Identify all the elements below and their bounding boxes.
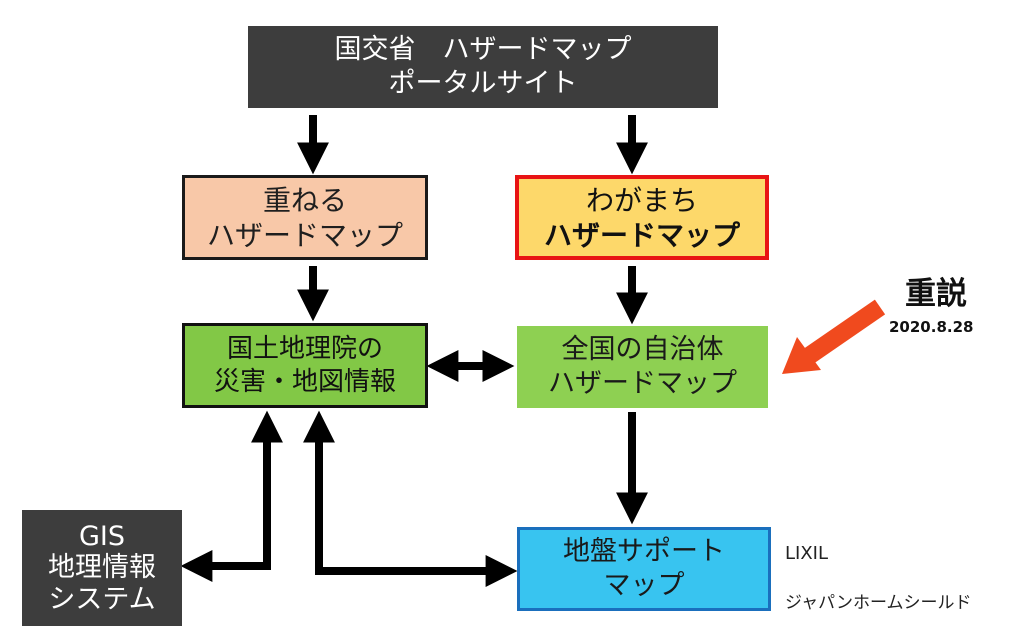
ground-support-map-node: 地盤サポート マップ: [517, 527, 771, 611]
annotation-title: 重説: [905, 276, 967, 312]
wagamachi-hazard-map-node: わがまち ハザードマップ: [515, 175, 769, 260]
wagamachi-line1: わがまち: [585, 183, 698, 217]
provider-line2: ジャパンホームシールド: [785, 593, 972, 613]
jiban-line2: マップ: [603, 570, 685, 601]
provider-line1: LIXIL: [785, 543, 829, 564]
portal-site-node: 国交省 ハザードマップ ポータルサイト: [248, 26, 718, 108]
gis-line1: GIS: [78, 521, 126, 553]
portal-line2: ポータルサイト: [388, 68, 578, 99]
arrow-jiban-gsi-bidirectional: [303, 410, 518, 587]
gsi-line1: 国土地理院の: [226, 334, 383, 364]
portal-line1: 国交省 ハザードマップ: [334, 34, 632, 66]
zenkoku-line2: ハザードマップ: [548, 368, 737, 399]
zenkoku-line1: 全国の自治体: [561, 334, 724, 366]
municipal-hazard-map-node: 全国の自治体 ハザードマップ: [517, 326, 768, 408]
gis-line2: 地理情報: [48, 552, 156, 584]
gsi-line2: 災害・地図情報: [213, 366, 396, 397]
kasaneru-line2: ハザードマップ: [206, 218, 403, 252]
gsi-disaster-map-node: 国土地理院の 災害・地図情報: [182, 323, 428, 408]
kasaneru-hazard-map-node: 重ねる ハザードマップ: [182, 175, 428, 260]
gis-line3: システム: [48, 583, 156, 615]
kasaneru-line1: 重ねる: [262, 183, 347, 217]
gis-system-node: GIS 地理情報 システム: [22, 510, 182, 626]
jiban-line1: 地盤サポート: [563, 536, 725, 568]
wagamachi-line2: ハザードマップ: [543, 218, 740, 252]
arrow-gis-gsi-bidirectional: [180, 410, 283, 582]
annotation-arrow: [782, 299, 886, 374]
annotation-date: 2020.8.28: [889, 318, 974, 336]
